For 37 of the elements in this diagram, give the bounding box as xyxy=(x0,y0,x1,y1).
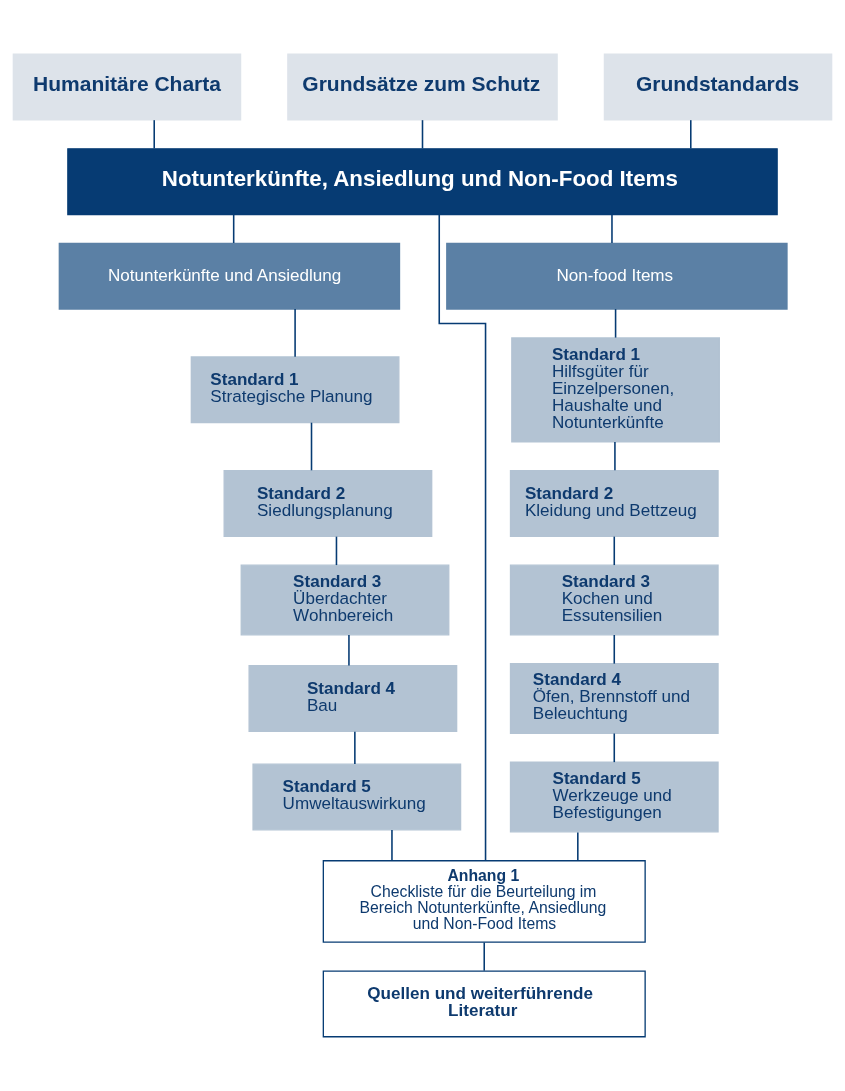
node-box: Non-food Items xyxy=(446,242,788,310)
connector xyxy=(690,119,692,150)
connector xyxy=(294,308,296,358)
node-box: Standard 2 Siedlungsplanung xyxy=(223,469,433,537)
node-box: Notunterkünfte, Ansiedlung und Non-Food Items xyxy=(67,148,778,216)
node-box: Standard 4 Bau xyxy=(248,665,458,732)
connector xyxy=(613,535,616,566)
node-box: Standard 3 Überdachter Wohnbereich xyxy=(240,564,450,636)
connector xyxy=(614,308,617,339)
node-box: Standard 5 Werkzeuge und Befestigungen xyxy=(509,761,719,833)
connector xyxy=(613,732,616,763)
connector xyxy=(614,441,616,471)
connector xyxy=(483,941,486,972)
node-box: Notunterkünfte und Ansiedlung xyxy=(58,242,401,310)
node-box: Standard 2 Kleidung und Bettzeug xyxy=(509,469,719,537)
connector xyxy=(391,829,393,862)
node-box: Grundsätze zum Schutz xyxy=(287,53,558,121)
connector xyxy=(348,634,350,667)
node-box: Humanitäre Charta xyxy=(12,53,242,121)
node-box: Standard 4 Öfen, Brennstoff und Beleuchtung xyxy=(509,663,719,734)
node-box: Quellen und weiterführende Literatur xyxy=(322,970,646,1038)
connector xyxy=(613,634,616,665)
node-box: Anhang 1 Checkliste für die Beurteilung im Bereich Notunterkünfte, Ansiedlung und Non-Food Items xyxy=(322,860,646,943)
connector xyxy=(153,119,155,150)
connector xyxy=(611,213,613,244)
connector xyxy=(354,731,356,765)
node-box: Standard 1 Strategische Planung xyxy=(190,356,400,424)
connector xyxy=(421,119,424,150)
node-box: Standard 5 Umweltauswirkung xyxy=(252,763,462,831)
node-box: Standard 1 Hilfsgüter für Einzelpersonen, Haushalte und Notunterkünfte xyxy=(511,337,720,443)
connector xyxy=(335,535,338,566)
connector xyxy=(577,831,579,862)
connector xyxy=(438,213,487,862)
node-box: Standard 3 Kochen und Essutensilien xyxy=(509,564,719,636)
connector xyxy=(232,213,235,244)
connector xyxy=(310,421,313,472)
node-box: Grundstandards xyxy=(603,53,833,121)
